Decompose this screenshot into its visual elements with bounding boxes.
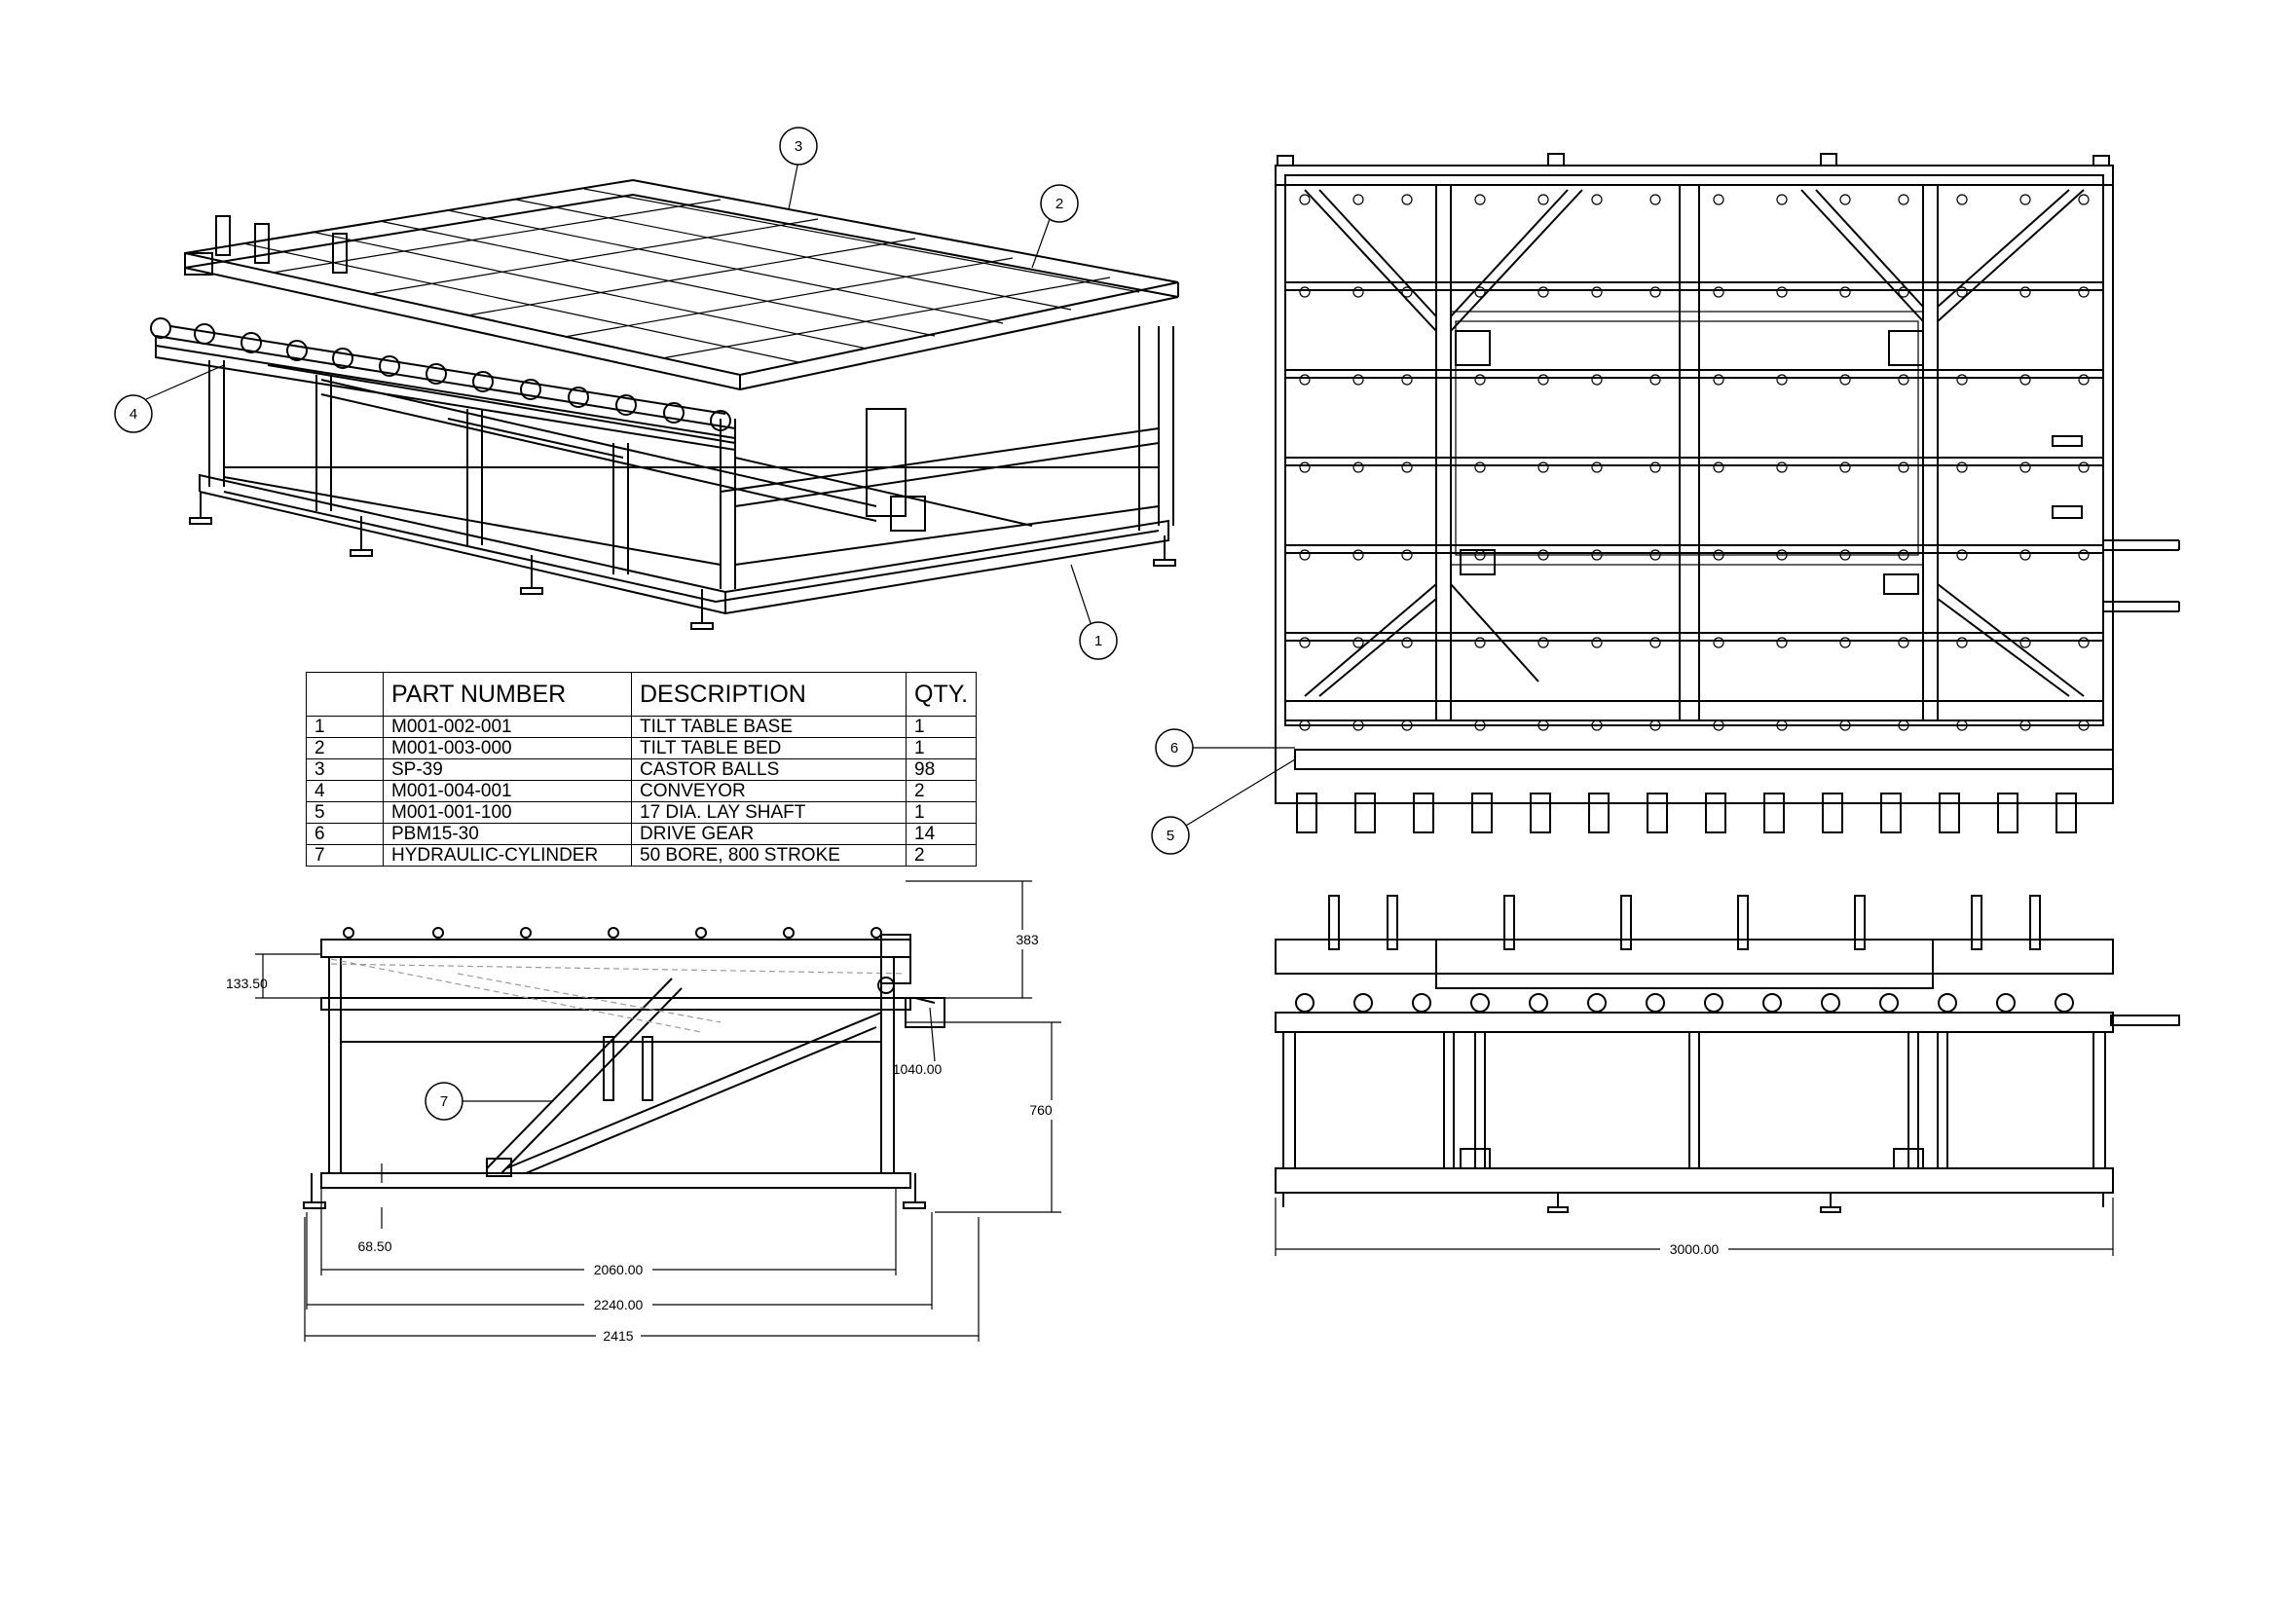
bom-description: DRIVE GEAR: [631, 823, 907, 845]
dim-133-50: 133.50: [226, 976, 268, 991]
dim-3000: 3000.00: [1670, 1241, 1720, 1257]
bom-header-qty: QTY.: [905, 672, 978, 717]
bom-description: 17 DIA. LAY SHAFT: [631, 801, 907, 824]
bom-qty: 1: [905, 801, 978, 824]
bed-rails: [242, 188, 1140, 363]
bom-qty: 2: [905, 844, 978, 867]
bom-part-number: PBM15-30: [383, 823, 632, 845]
bom-description: TILT TABLE BASE: [631, 716, 907, 738]
table-row: 2 M001-003-000 TILT TABLE BED 1: [306, 737, 978, 759]
table-row: 6 PBM15-30 DRIVE GEAR 14: [306, 823, 978, 845]
dim-68-50: 68.50: [357, 1238, 391, 1254]
bom-part-number: M001-002-001: [383, 716, 632, 738]
bom-description: CASTOR BALLS: [631, 758, 907, 781]
svg-text:6: 6: [1170, 740, 1178, 757]
svg-text:3: 3: [795, 138, 802, 155]
bom-qty: 14: [905, 823, 978, 845]
bom-part-number: M001-003-000: [383, 737, 632, 759]
bom-header-row: PART NUMBER DESCRIPTION QTY.: [306, 672, 978, 717]
bom-description: CONVEYOR: [631, 780, 907, 802]
dim-2240: 2240.00: [594, 1297, 644, 1312]
dimension-lines: [255, 880, 2114, 1342]
top-view-motors: [1294, 749, 2114, 833]
dimension-labels: 383 133.50 1040.00 760 68.50 2060.00 224…: [226, 930, 1728, 1345]
dim-760: 760: [1029, 1102, 1053, 1118]
iso-feet: [189, 492, 1176, 630]
balloon-7: 7: [425, 1082, 553, 1121]
bom-item: 3: [306, 758, 384, 781]
balloon-1: 1: [1079, 621, 1118, 660]
side-elevation: [303, 927, 945, 1209]
svg-text:2: 2: [1055, 196, 1063, 212]
balloon-4: 4: [114, 394, 153, 433]
bom-part-number: M001-004-001: [383, 780, 632, 802]
bom-part-number: HYDRAULIC-CYLINDER: [383, 844, 632, 867]
bom-item: 5: [306, 801, 384, 824]
front-elevation: [1275, 895, 2180, 1213]
table-row: 4 M001-004-001 CONVEYOR 2: [306, 780, 978, 802]
dim-2060: 2060.00: [594, 1262, 644, 1277]
bom-item: 7: [306, 844, 384, 867]
table-row: 5 M001-001-100 17 DIA. LAY SHAFT 1: [306, 801, 978, 824]
bom-header-item: [306, 672, 384, 717]
balloon-2: 2: [1040, 184, 1079, 223]
bom-item: 2: [306, 737, 384, 759]
table-row: 1 M001-002-001 TILT TABLE BASE 1: [306, 716, 978, 738]
dim-1040: 1040.00: [893, 1061, 943, 1077]
bom-item: 1: [306, 716, 384, 738]
bom-description: TILT TABLE BED: [631, 737, 907, 759]
table-row: 7 HYDRAULIC-CYLINDER 50 BORE, 800 STROKE…: [306, 844, 978, 867]
bom-header-description: DESCRIPTION: [631, 672, 907, 717]
bom-qty: 98: [905, 758, 978, 781]
dim-383: 383: [1016, 932, 1039, 947]
balloon-6: 6: [1155, 728, 1295, 767]
bom-header-part-number: PART NUMBER: [383, 672, 632, 717]
bom-qty: 1: [905, 737, 978, 759]
dim-2415: 2415: [603, 1328, 633, 1344]
balloon-5: 5: [1151, 758, 1296, 855]
top-view: [1275, 153, 2180, 833]
bill-of-materials-table: PART NUMBER DESCRIPTION QTY. 1 M001-002-…: [306, 672, 978, 867]
table-row: 3 SP-39 CASTOR BALLS 98: [306, 758, 978, 781]
svg-text:4: 4: [130, 406, 137, 423]
svg-text:1: 1: [1094, 633, 1102, 649]
isometric-view: [145, 160, 1179, 630]
svg-text:5: 5: [1167, 828, 1174, 844]
top-view-castors: [1299, 194, 2090, 731]
bom-qty: 2: [905, 780, 978, 802]
front-rollers: [1295, 993, 2074, 1013]
svg-text:7: 7: [440, 1093, 448, 1110]
bom-qty: 1: [905, 716, 978, 738]
bom-part-number: M001-001-100: [383, 801, 632, 824]
bom-item: 4: [306, 780, 384, 802]
conveyor-rollers: [150, 317, 731, 431]
bom-description: 50 BORE, 800 STROKE: [631, 844, 907, 867]
bom-part-number: SP-39: [383, 758, 632, 781]
bom-item: 6: [306, 823, 384, 845]
balloon-3: 3: [779, 127, 818, 166]
